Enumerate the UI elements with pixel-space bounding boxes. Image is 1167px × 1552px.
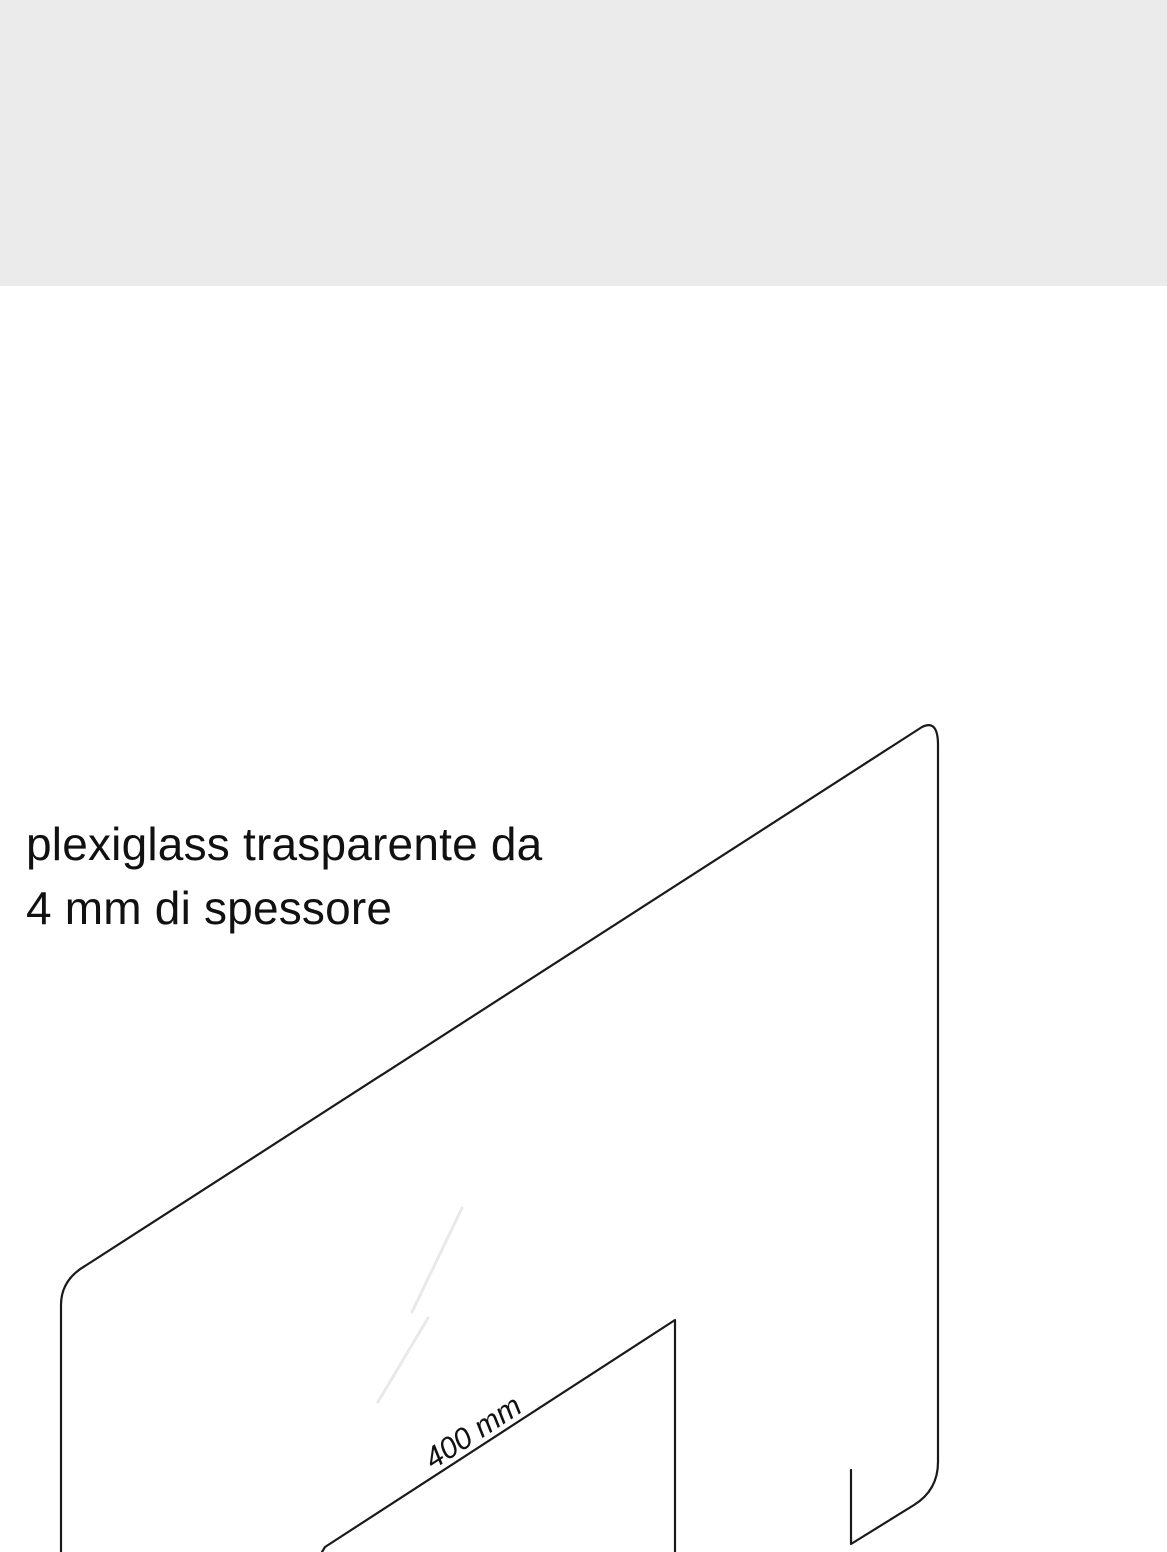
caption-line-1: plexiglass trasparente da (26, 818, 543, 870)
diagram-area (0, 286, 1167, 1552)
caption-line-2: 4 mm di spessore (26, 882, 393, 934)
base-foot-outline (320, 1318, 677, 1552)
panel-reflection-highlight (376, 1206, 464, 1404)
shield-panel-outline (59, 724, 940, 1552)
caption: plexiglass trasparente da 4 mm di spesso… (26, 812, 726, 940)
top-banner (0, 0, 1167, 286)
dimension-label-400mm: 400 mm (419, 1389, 528, 1476)
